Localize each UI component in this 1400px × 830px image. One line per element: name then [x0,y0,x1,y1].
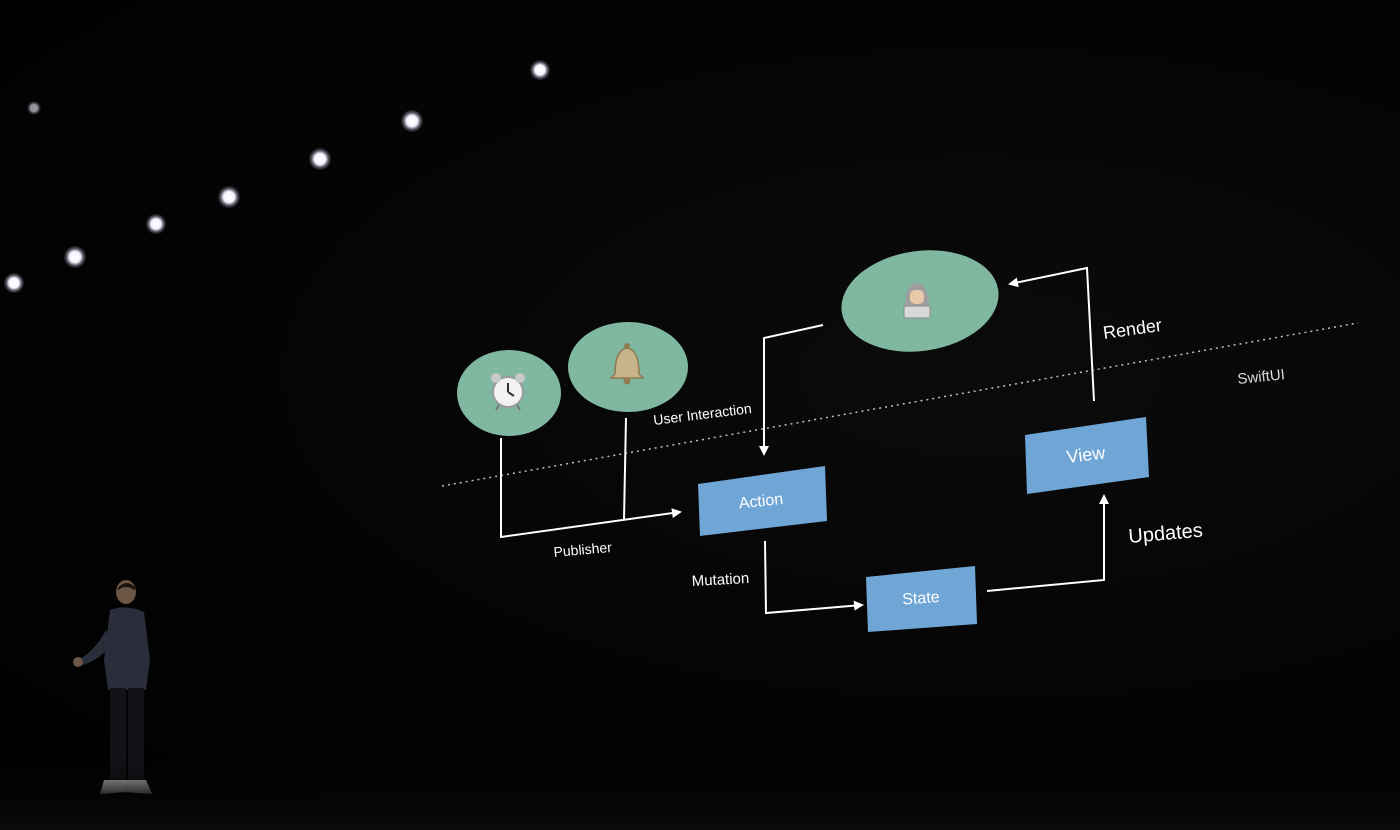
alarm-clock-icon [491,373,525,411]
swiftui-label: SwiftUI [1237,366,1286,388]
action-box-label: Action [738,491,784,513]
mutation-arrow [764,540,864,615]
bell-icon [609,343,645,385]
stage-light [309,148,331,170]
stage-light [146,214,166,234]
view-box [1025,417,1149,494]
action-box [698,466,827,536]
stage-light [218,186,240,208]
stage-light [27,101,41,115]
state-box-label: State [902,589,941,609]
updates-label: Updates [1128,520,1204,548]
user-interaction-arrow [759,324,824,456]
swiftui-boundary-line [441,322,1359,487]
stage-floor [0,760,1400,830]
user-interaction-label: User Interaction [652,400,752,428]
publisher-label: Publisher [553,539,613,560]
stage-light [401,110,423,132]
view-box-label: View [1065,442,1107,467]
mutation-label: Mutation [691,570,749,590]
person-with-laptop-icon [903,283,931,319]
presenter-figure [73,580,152,794]
stage-light [530,60,550,80]
state-box [866,566,977,632]
publisher-arrow [500,438,682,539]
render-arrow [1008,266,1095,402]
notification-publisher-line [623,417,627,520]
stage-light [64,246,86,268]
render-label: Render [1102,315,1163,343]
updates-arrow [986,494,1109,592]
stage-light [4,273,24,293]
